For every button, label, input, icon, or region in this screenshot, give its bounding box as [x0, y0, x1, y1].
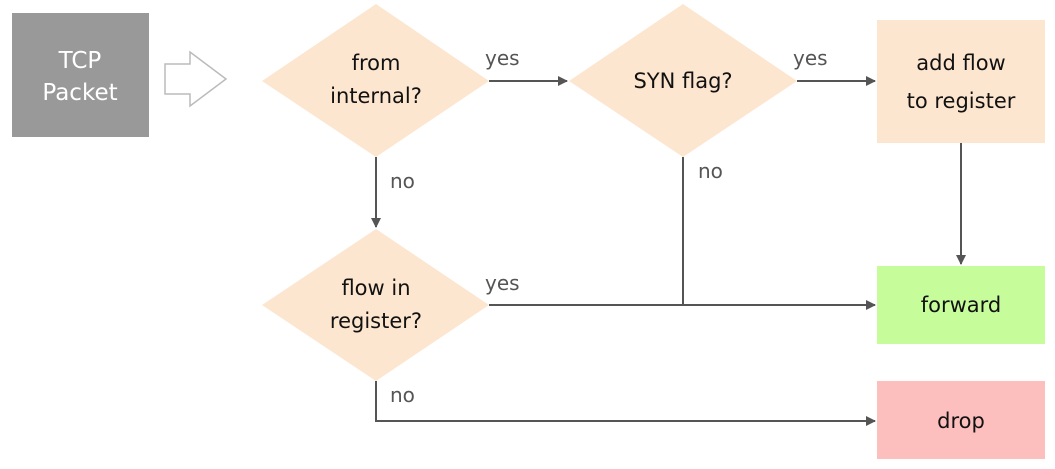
- forward-box: [877, 266, 1045, 344]
- edge-label-internal-no: no: [390, 169, 415, 193]
- add-flow-label-line2: to register: [907, 89, 1016, 113]
- tcp-packet-label-line1: TCP: [58, 48, 102, 74]
- edge-label-syn-yes: yes: [793, 46, 828, 70]
- flow-in-register-label-line2: register?: [330, 309, 422, 333]
- edge-label-syn-no: no: [698, 159, 723, 183]
- tcp-packet-box: [12, 13, 149, 137]
- add-flow-node: add flow to register: [877, 20, 1045, 143]
- flow-in-register-diamond: [262, 229, 489, 381]
- flow-in-register-label-line1: flow in: [341, 276, 410, 300]
- tcp-packet-node: TCP Packet: [12, 13, 149, 137]
- syn-flag-label: SYN flag?: [633, 69, 732, 93]
- from-internal-decision: from internal?: [262, 4, 489, 157]
- tcp-packet-label-line2: Packet: [42, 80, 117, 106]
- from-internal-diamond: [262, 4, 489, 157]
- from-internal-label-line2: internal?: [330, 84, 422, 108]
- add-flow-label-line1: add flow: [916, 51, 1005, 75]
- drop-label: drop: [937, 409, 985, 433]
- forward-node: forward: [877, 266, 1045, 344]
- edge-label-register-no: no: [390, 383, 415, 407]
- flow-in-register-decision: flow in register?: [262, 229, 489, 381]
- forward-label: forward: [921, 293, 1002, 317]
- syn-flag-decision: SYN flag?: [569, 4, 797, 157]
- add-flow-box: [877, 20, 1045, 143]
- drop-box: [877, 381, 1045, 459]
- drop-node: drop: [877, 381, 1045, 459]
- syn-flag-diamond: [569, 4, 797, 157]
- edge-label-register-yes: yes: [485, 271, 520, 295]
- from-internal-label-line1: from: [352, 51, 401, 75]
- edge-label-internal-yes: yes: [485, 46, 520, 70]
- hollow-arrow-icon: [164, 50, 228, 108]
- edge-register-no: [375, 381, 876, 426]
